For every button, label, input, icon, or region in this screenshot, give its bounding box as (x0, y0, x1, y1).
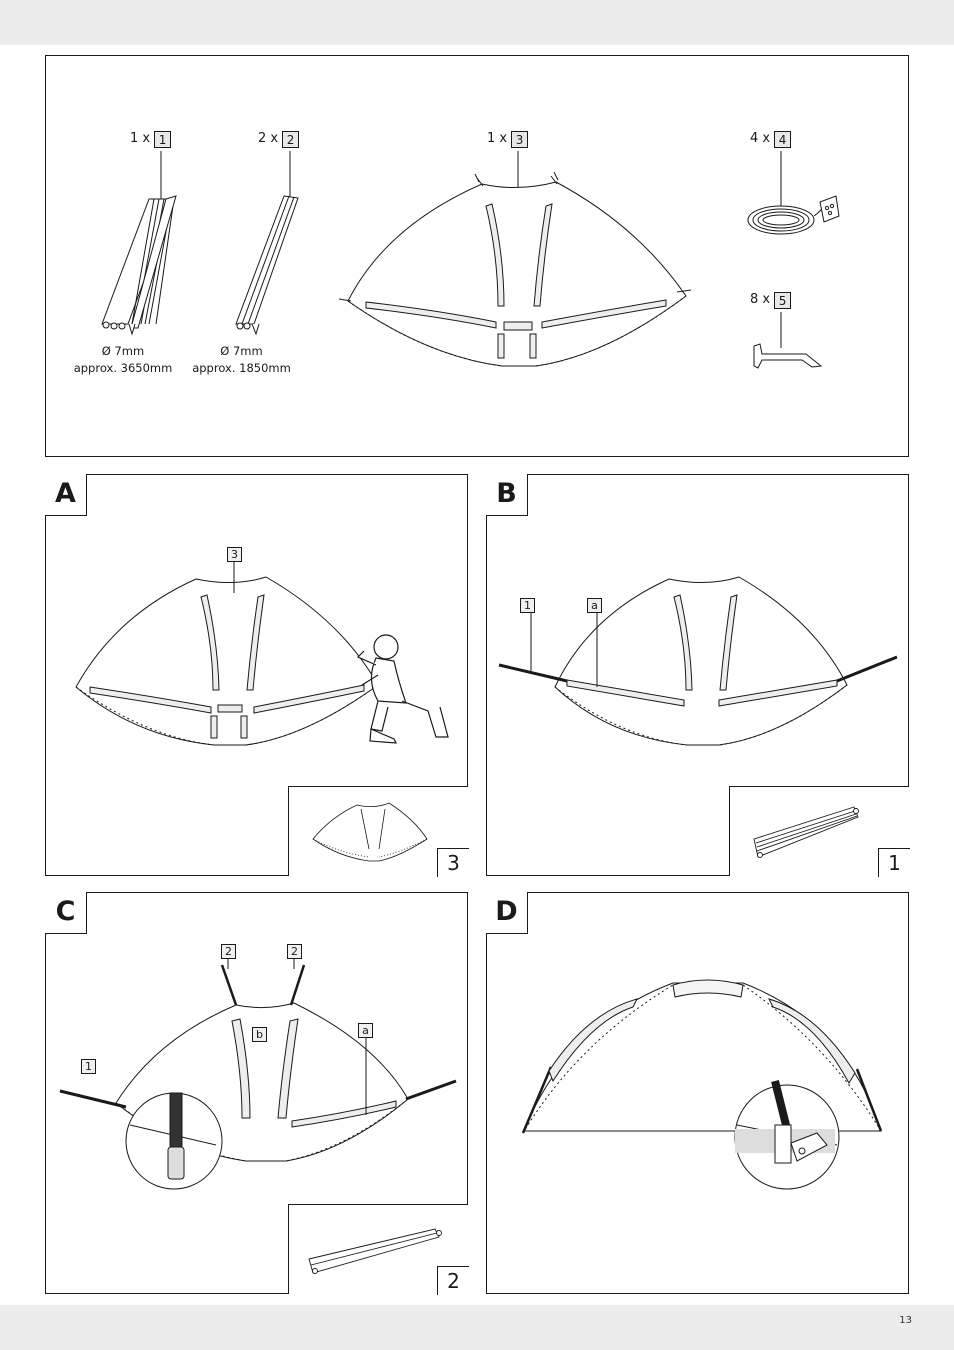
step-d-panel: D (486, 892, 909, 1294)
diameter-text: Ø 7mm (101, 344, 145, 358)
part-label: 1 (81, 1055, 96, 1074)
step-a-panel: A 3 3 (45, 474, 469, 877)
inset-part-number: 1 (878, 848, 910, 877)
part-label: a (587, 594, 602, 613)
part-inset: 2 (288, 1204, 469, 1295)
part-1-quantity: 1 x 1 (130, 130, 172, 148)
quantity-text: 1 x (487, 131, 508, 146)
quantity-text: 1 x (130, 131, 151, 146)
part-4-quantity: 4 x 4 (750, 130, 792, 148)
top-band (0, 0, 954, 45)
part-label-box: b (252, 1027, 267, 1042)
kneeling-person-icon (356, 634, 449, 744)
pole-clip-detail-icon (734, 1080, 840, 1190)
part-label-box: 1 (520, 598, 535, 613)
step-a-illustration (75, 558, 449, 746)
inset-part-number: 2 (437, 1266, 469, 1295)
part-number-box: 2 (282, 130, 300, 148)
tent-peg-icon (753, 312, 823, 369)
step-letter: B (486, 474, 528, 516)
part-label-box: 3 (227, 547, 242, 562)
step-letter: A (45, 474, 87, 516)
part-inset: 1 (729, 786, 910, 877)
step-letter: D (486, 892, 528, 934)
part-number-box: 3 (511, 130, 529, 148)
part-label: 2 (287, 940, 302, 959)
part-label-box: 2 (221, 944, 236, 959)
pole-bundle-icon (753, 806, 859, 858)
step-d-illustration (521, 979, 883, 1190)
part-number-box: 4 (774, 130, 792, 148)
guy-rope-icon (747, 151, 840, 235)
step-b-panel: B 1 a 1 (486, 474, 910, 877)
part-2-spec: Ø 7mm approx. 1850mm (184, 343, 299, 377)
parts-panel: 1 x 1 2 x 2 1 x 3 4 x 4 8 x 5 Ø 7mm appr… (45, 55, 909, 457)
part-label-box: a (358, 1023, 373, 1038)
tent-canopy-illustration (59, 955, 457, 1162)
bottom-band (0, 1305, 954, 1350)
part-number-box: 5 (774, 291, 792, 309)
length-text: approx. 1850mm (192, 361, 291, 375)
step-c-illustration (59, 955, 457, 1190)
part-label-box: 2 (287, 944, 302, 959)
quantity-text: 8 x (750, 292, 771, 307)
part-3-quantity: 1 x 3 (487, 130, 529, 148)
quantity-text: 2 x (258, 131, 279, 146)
tent-canopy-illustration (338, 151, 692, 367)
part-label: b (252, 1023, 267, 1042)
pole-bundle-icon (101, 151, 177, 336)
pole-bundle-icon (235, 151, 299, 336)
part-1-spec: Ø 7mm approx. 3650mm (58, 343, 188, 377)
step-letter: C (45, 892, 87, 934)
step-c-panel: C 2 2 b a 1 2 (45, 892, 469, 1295)
pole-bundle-icon (308, 1228, 442, 1274)
part-2-quantity: 2 x 2 (258, 130, 300, 148)
step-b-illustration (498, 576, 898, 746)
tent-canopy-illustration (498, 576, 898, 746)
part-label: 1 (520, 594, 535, 613)
tent-canopy-illustration (312, 802, 428, 862)
quantity-text: 4 x (750, 131, 771, 146)
tent-canopy-illustration (75, 558, 379, 746)
parts-illustrations (101, 151, 840, 369)
part-5-quantity: 8 x 5 (750, 291, 792, 309)
diameter-text: Ø 7mm (220, 344, 263, 358)
page-number: 13 (899, 1315, 912, 1326)
part-label-box: 1 (81, 1059, 96, 1074)
pole-clip-detail-icon (125, 1092, 223, 1190)
part-inset: 3 (288, 786, 469, 877)
part-label: 2 (221, 940, 236, 959)
part-label-box: a (587, 598, 602, 613)
part-number-box: 1 (154, 130, 172, 148)
length-text: approx. 3650mm (73, 361, 173, 375)
inset-part-number: 3 (437, 848, 469, 877)
part-label: a (358, 1019, 373, 1038)
part-label: 3 (227, 543, 242, 562)
